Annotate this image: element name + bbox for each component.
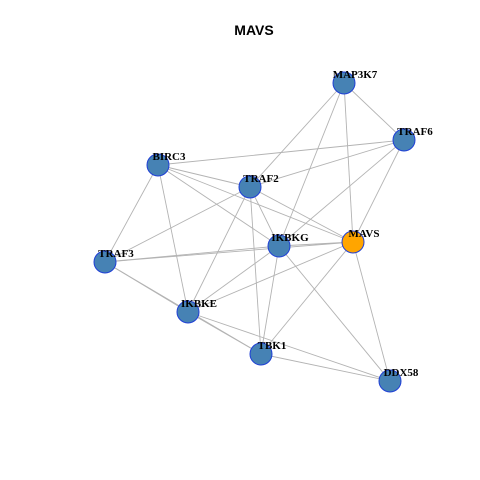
node-ddx58: DDX58 (378, 367, 419, 393)
edge-birc3-ikbke (157, 164, 189, 313)
edge-traf6-traf2 (249, 139, 405, 188)
edge-ikbkg-tbk1 (260, 245, 280, 355)
edge-traf2-ikbke (187, 186, 251, 313)
edge-traf6-mavs (352, 139, 405, 243)
node-label-tbk1: TBK1 (258, 340, 287, 352)
edge-map3k7-traf6 (343, 82, 405, 141)
node-ikbke: IKBKE (176, 298, 217, 324)
node-circle-traf2 (238, 175, 262, 199)
node-ikbkg: IKBKG (267, 232, 309, 258)
edge-mavs-traf3 (104, 241, 354, 263)
node-traf6: TRAF6 (392, 126, 433, 152)
node-map3k7: MAP3K7 (332, 69, 378, 95)
node-circle-traf3 (93, 250, 117, 274)
graph-title: MAVS (234, 22, 273, 38)
edge-ikbkg-ikbke (187, 245, 280, 313)
node-label-ddx58: DDX58 (384, 367, 419, 379)
edge-birc3-traf2 (157, 164, 251, 188)
edge-map3k7-ikbkg (278, 82, 345, 247)
edge-mavs-ikbke (187, 241, 354, 313)
node-circle-tbk1 (249, 342, 273, 366)
node-label-traf3: TRAF3 (98, 248, 134, 260)
edge-traf6-birc3 (157, 139, 405, 166)
node-label-traf6: TRAF6 (397, 126, 433, 138)
node-tbk1: TBK1 (249, 340, 287, 366)
node-label-map3k7: MAP3K7 (333, 69, 378, 81)
edge-birc3-mavs (157, 164, 354, 243)
edge-ikbkg-ddx58 (278, 245, 391, 382)
edge-birc3-traf3 (104, 164, 159, 263)
node-mavs: MAVS (341, 228, 380, 254)
node-label-mavs: MAVS (349, 228, 380, 240)
edge-map3k7-traf2 (249, 82, 345, 188)
edge-ikbke-tbk1 (187, 311, 262, 355)
edge-birc3-ikbkg (157, 164, 280, 247)
node-circle-ikbke (176, 300, 200, 324)
edge-traf2-tbk1 (249, 186, 262, 355)
node-label-ikbke: IKBKE (181, 298, 217, 310)
edge-mavs-tbk1 (260, 241, 354, 355)
node-circle-ikbkg (267, 234, 291, 258)
node-traf2: TRAF2 (238, 173, 279, 199)
edge-map3k7-mavs (343, 82, 354, 243)
edge-traf6-ikbkg (278, 139, 405, 247)
edge-traf2-traf3 (104, 186, 251, 263)
node-circle-map3k7 (332, 71, 356, 95)
node-birc3: BIRC3 (146, 151, 186, 177)
edge-ikbke-ddx58 (187, 311, 391, 382)
node-label-traf2: TRAF2 (243, 173, 279, 185)
edge-traf2-mavs (249, 186, 354, 243)
node-circle-mavs (341, 230, 365, 254)
node-circle-ddx58 (378, 369, 402, 393)
node-circle-traf6 (392, 128, 416, 152)
edge-tbk1-ddx58 (260, 353, 391, 382)
node-circle-birc3 (146, 153, 170, 177)
node-label-ikbkg: IKBKG (271, 232, 309, 244)
node-label-birc3: BIRC3 (152, 151, 186, 163)
edge-layer (104, 82, 405, 382)
edge-mavs-ddx58 (352, 241, 391, 382)
node-traf3: TRAF3 (93, 248, 134, 274)
